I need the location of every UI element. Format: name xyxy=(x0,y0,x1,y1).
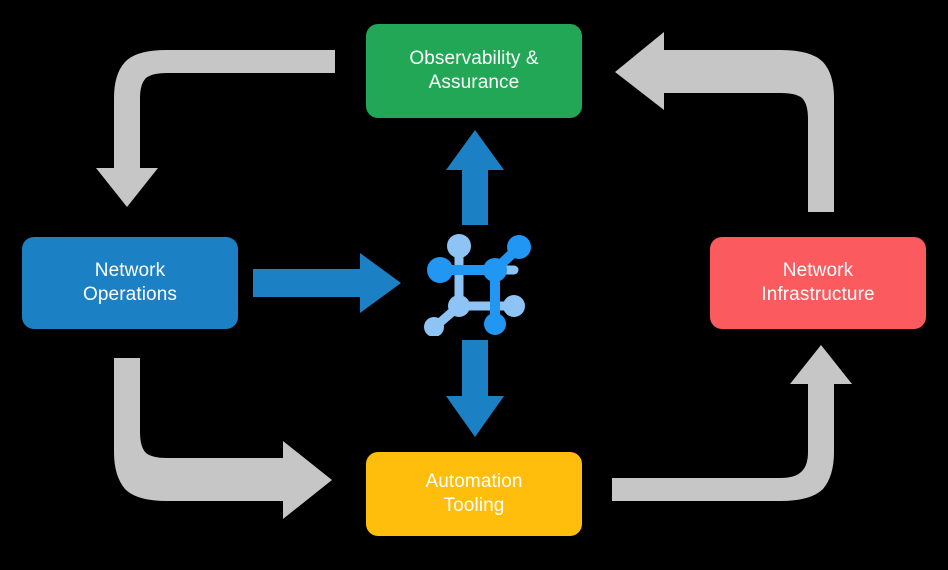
gray-arrow-infrastructure-to-observability xyxy=(615,32,834,212)
node-network-infrastructure[interactable]: Network Infrastructure xyxy=(710,237,926,329)
gray-arrow-observability-to-operations xyxy=(96,50,335,207)
node-automation-tooling[interactable]: Automation Tooling xyxy=(366,452,582,536)
blue-arrow-operations-to-center xyxy=(253,253,401,313)
blue-arrow-center-to-observability xyxy=(446,130,504,225)
gray-arrow-automation-to-infrastructure xyxy=(612,345,852,501)
gray-arrow-operations-to-automation xyxy=(114,358,332,519)
network-graph-icon xyxy=(424,234,531,336)
node-network-operations[interactable]: Network Operations xyxy=(22,237,238,329)
blue-arrow-center-to-automation xyxy=(446,340,504,437)
node-observability-assurance[interactable]: Observability & Assurance xyxy=(366,24,582,118)
